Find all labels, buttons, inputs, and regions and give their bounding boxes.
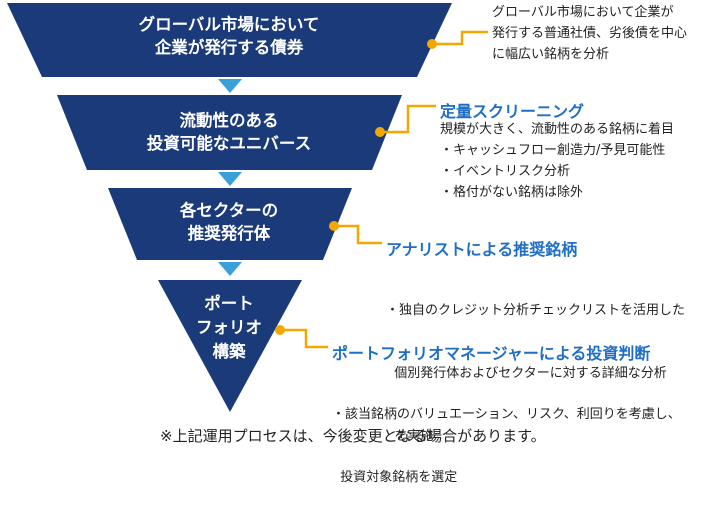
funnel-stage-3 bbox=[108, 188, 352, 260]
funnel-stage-4 bbox=[158, 280, 302, 412]
process-funnel-diagram bbox=[7, 3, 488, 412]
stage-4-label: ポート フォリオ 構築 bbox=[196, 294, 262, 361]
annotation-1-text: グローバル市場において企業が 発行する普通社債、劣後債を中心 に幅広い銘柄を分析 bbox=[492, 5, 688, 62]
stage-2-label: 流動性のある 投資可能なユニバース bbox=[146, 111, 312, 153]
connector-line-2 bbox=[380, 104, 436, 134]
down-arrow-2 bbox=[218, 172, 242, 186]
connector-dot-2 bbox=[375, 127, 385, 137]
stage-3-label: 各セクターの 推奨発行体 bbox=[179, 201, 279, 243]
stage-1-label: グローバル市場において 企業が発行する債券 bbox=[138, 15, 320, 57]
funnel-stage-2 bbox=[57, 95, 402, 170]
annotation-2-heading: 定量スクリーニング bbox=[440, 102, 585, 121]
connector-line-1 bbox=[432, 30, 488, 46]
annotation-2-text: 規模が大きく、流動性のある銘柄に着目 ・キャッシュフロー創造力/予見可能性 ・イ… bbox=[440, 122, 675, 200]
connector-line-3 bbox=[334, 224, 382, 245]
annotation-3-text: ・独自のクレジット分析チェックリストを活用した 個別発行体およびセクターに対する… bbox=[386, 303, 686, 444]
connector-dot-3 bbox=[329, 221, 339, 231]
annotation-4-heading: ポートフォリオマネージャーによる投資判断 bbox=[332, 344, 651, 363]
funnel-stage-1 bbox=[7, 3, 452, 77]
footnote: ※上記運用プロセスは、今後変更となる場合があります。 bbox=[160, 427, 546, 445]
annotation-3-heading: アナリストによる推奨銘柄 bbox=[386, 240, 578, 259]
connector-dot-4 bbox=[275, 325, 285, 335]
down-arrow-3 bbox=[218, 262, 242, 276]
connector-dot-1 bbox=[427, 39, 437, 49]
connector-line-4 bbox=[280, 328, 328, 349]
down-arrow-1 bbox=[218, 79, 242, 93]
